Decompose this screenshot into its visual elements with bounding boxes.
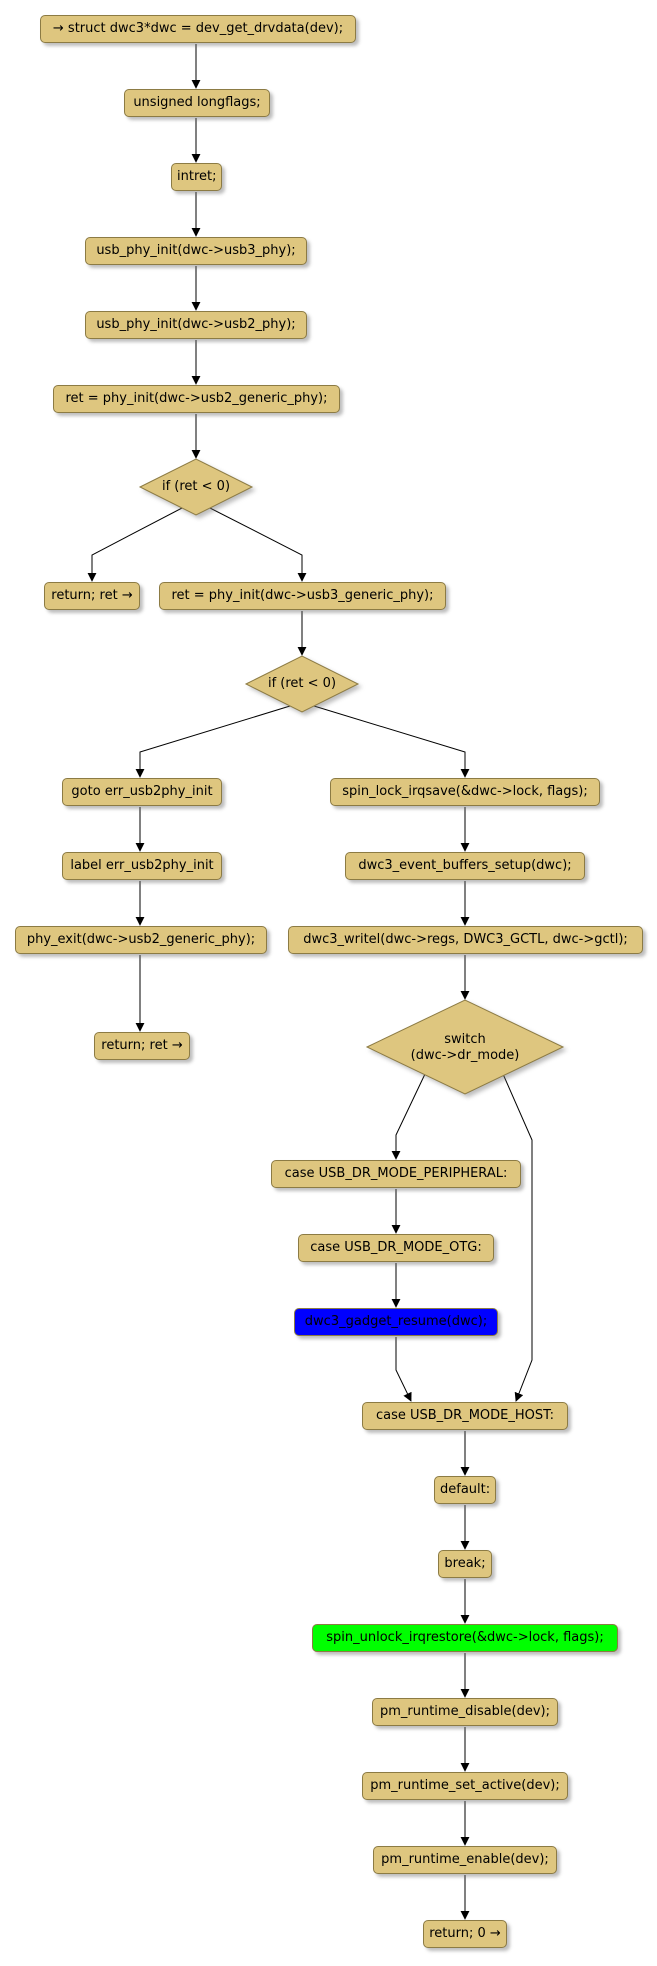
- decision-diamond-2: [244, 655, 360, 713]
- node-default: default:: [434, 1476, 496, 1504]
- node-case-peripheral: case USB_DR_MODE_PERIPHERAL:: [271, 1160, 521, 1188]
- node-label-err: label err_usb2phy_init: [62, 852, 222, 880]
- node-pm-runtime-disable: pm_runtime_disable(dev);: [372, 1698, 558, 1726]
- node-usb3-generic-phy-init: ret = phy_init(dwc->usb3_generic_phy);: [159, 582, 446, 610]
- node-flags-decl: unsigned longflags;: [124, 89, 270, 117]
- node-return-ret-2: return; ret →: [94, 1032, 190, 1060]
- node-case-otg: case USB_DR_MODE_OTG:: [298, 1234, 494, 1262]
- edge-d3-n16: [391, 1073, 426, 1160]
- node-get-drvdata: → struct dwc3*dwc = dev_get_drvdata(dev)…: [40, 15, 356, 43]
- node-gadget-resume: dwc3_gadget_resume(dwc);: [294, 1308, 498, 1336]
- edge-d2-n9: [135, 705, 291, 778]
- node-usb3-phy-init: usb_phy_init(dwc->usb3_phy);: [85, 237, 307, 265]
- node-spin-unlock: spin_unlock_irqrestore(&dwc->lock, flags…: [312, 1624, 618, 1652]
- node-return-0: return; 0 →: [423, 1920, 507, 1948]
- node-spin-lock: spin_lock_irqsave(&dwc->lock, flags);: [330, 778, 600, 806]
- node-return-ret-1: return; ret →: [44, 582, 140, 610]
- node-case-host: case USB_DR_MODE_HOST:: [362, 1402, 568, 1430]
- edge-n18-n19: [395, 1337, 412, 1402]
- node-writel-gctl: dwc3_writel(dwc->regs, DWC3_GCTL, dwc->g…: [288, 926, 643, 954]
- node-usb2-phy-init: usb_phy_init(dwc->usb2_phy);: [85, 311, 307, 339]
- switch-diamond: [365, 999, 565, 1095]
- node-event-buffers-setup: dwc3_event_buffers_setup(dwc);: [345, 852, 585, 880]
- node-usb2-generic-phy-init: ret = phy_init(dwc->usb2_generic_phy);: [53, 385, 340, 413]
- node-pm-runtime-set-active: pm_runtime_set_active(dev);: [362, 1772, 568, 1800]
- node-goto-err: goto err_usb2phy_init: [62, 778, 222, 806]
- edge-d1-n7: [87, 507, 183, 582]
- node-ret-decl: intret;: [171, 163, 222, 191]
- edge-d3-n19: [502, 1073, 533, 1402]
- node-phy-exit: phy_exit(dwc->usb2_generic_phy);: [15, 926, 267, 954]
- edge-d1-n8: [209, 507, 307, 582]
- node-pm-runtime-enable: pm_runtime_enable(dev);: [373, 1846, 557, 1874]
- decision-diamond-1: [138, 458, 254, 516]
- node-break: break;: [438, 1550, 492, 1578]
- edge-d2-n13: [313, 705, 470, 778]
